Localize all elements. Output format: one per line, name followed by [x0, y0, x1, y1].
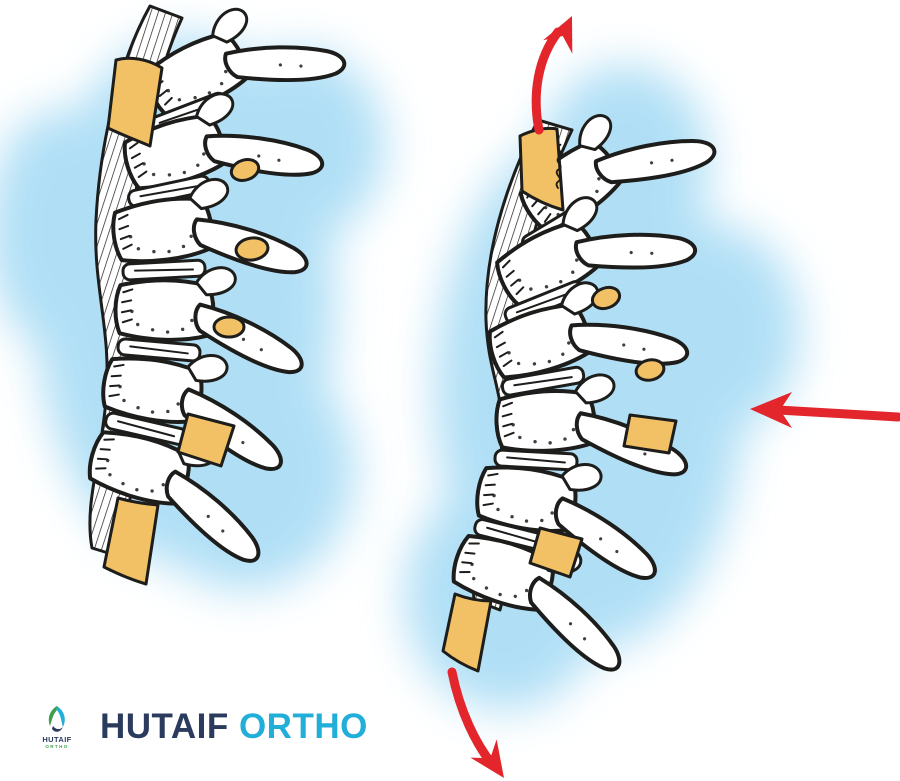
emblem-icon	[48, 706, 65, 732]
disc	[121, 258, 207, 282]
brand-logo: HUTAIF ORTHO HUTAIF ORTHO	[34, 704, 368, 749]
hutaif-ortho-emblem: HUTAIF ORTHO	[34, 704, 80, 749]
emblem-text-top: HUTAIF	[42, 735, 72, 744]
wordmark-primary: HUTAIF	[100, 706, 229, 746]
straight-arrow-left-icon	[750, 392, 900, 428]
artist-signature	[555, 143, 563, 189]
curved-arrow-down-icon	[447, 667, 504, 778]
spine-illustration-left	[73, 0, 347, 586]
ligament-highlights	[102, 56, 270, 586]
wordmark-secondary: ORTHO	[238, 706, 368, 746]
brand-wordmark: HUTAIF ORTHO	[100, 707, 368, 747]
spine-illustration-right	[436, 71, 717, 675]
force-arrows	[447, 16, 900, 778]
curved-arrow-up-icon	[531, 16, 573, 135]
emblem-text-bottom: ORTHO	[45, 744, 69, 749]
ligament-highlights	[441, 126, 678, 673]
